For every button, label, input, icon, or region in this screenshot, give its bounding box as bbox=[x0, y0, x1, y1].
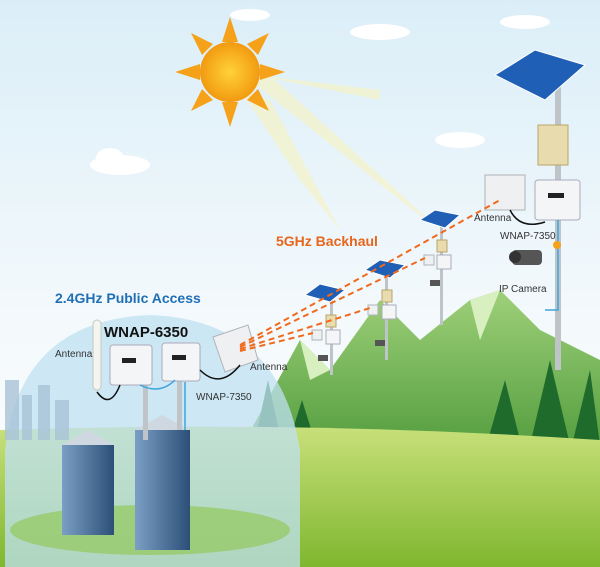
backhaul-links bbox=[239, 199, 501, 352]
clouds bbox=[90, 9, 550, 175]
solar-panels bbox=[303, 49, 587, 303]
wnap-6350-label: WNAP-6350 bbox=[104, 324, 189, 341]
public-access-title: 2.4GHz Public Access bbox=[55, 290, 201, 306]
city-skyline bbox=[5, 380, 69, 440]
access-points bbox=[109, 179, 581, 386]
sun-icon bbox=[175, 17, 285, 127]
backhaul-title: 5GHz Backhaul bbox=[276, 233, 378, 249]
buildings bbox=[62, 415, 190, 550]
wnap-7350-right-label: WNAP-7350 bbox=[500, 231, 556, 242]
sun-rays bbox=[240, 75, 440, 230]
antenna-left-label: Antenna bbox=[55, 349, 93, 360]
omni-antenna bbox=[92, 319, 102, 391]
ip-camera-label: IP Camera bbox=[499, 284, 547, 295]
antenna-mid-label: Antenna bbox=[250, 362, 288, 373]
antenna-right-label: Antenna bbox=[474, 213, 512, 224]
panel-antennas bbox=[212, 174, 526, 373]
ip-cameras bbox=[318, 250, 542, 361]
wnap-7350-left-label: WNAP-7350 bbox=[196, 392, 252, 403]
